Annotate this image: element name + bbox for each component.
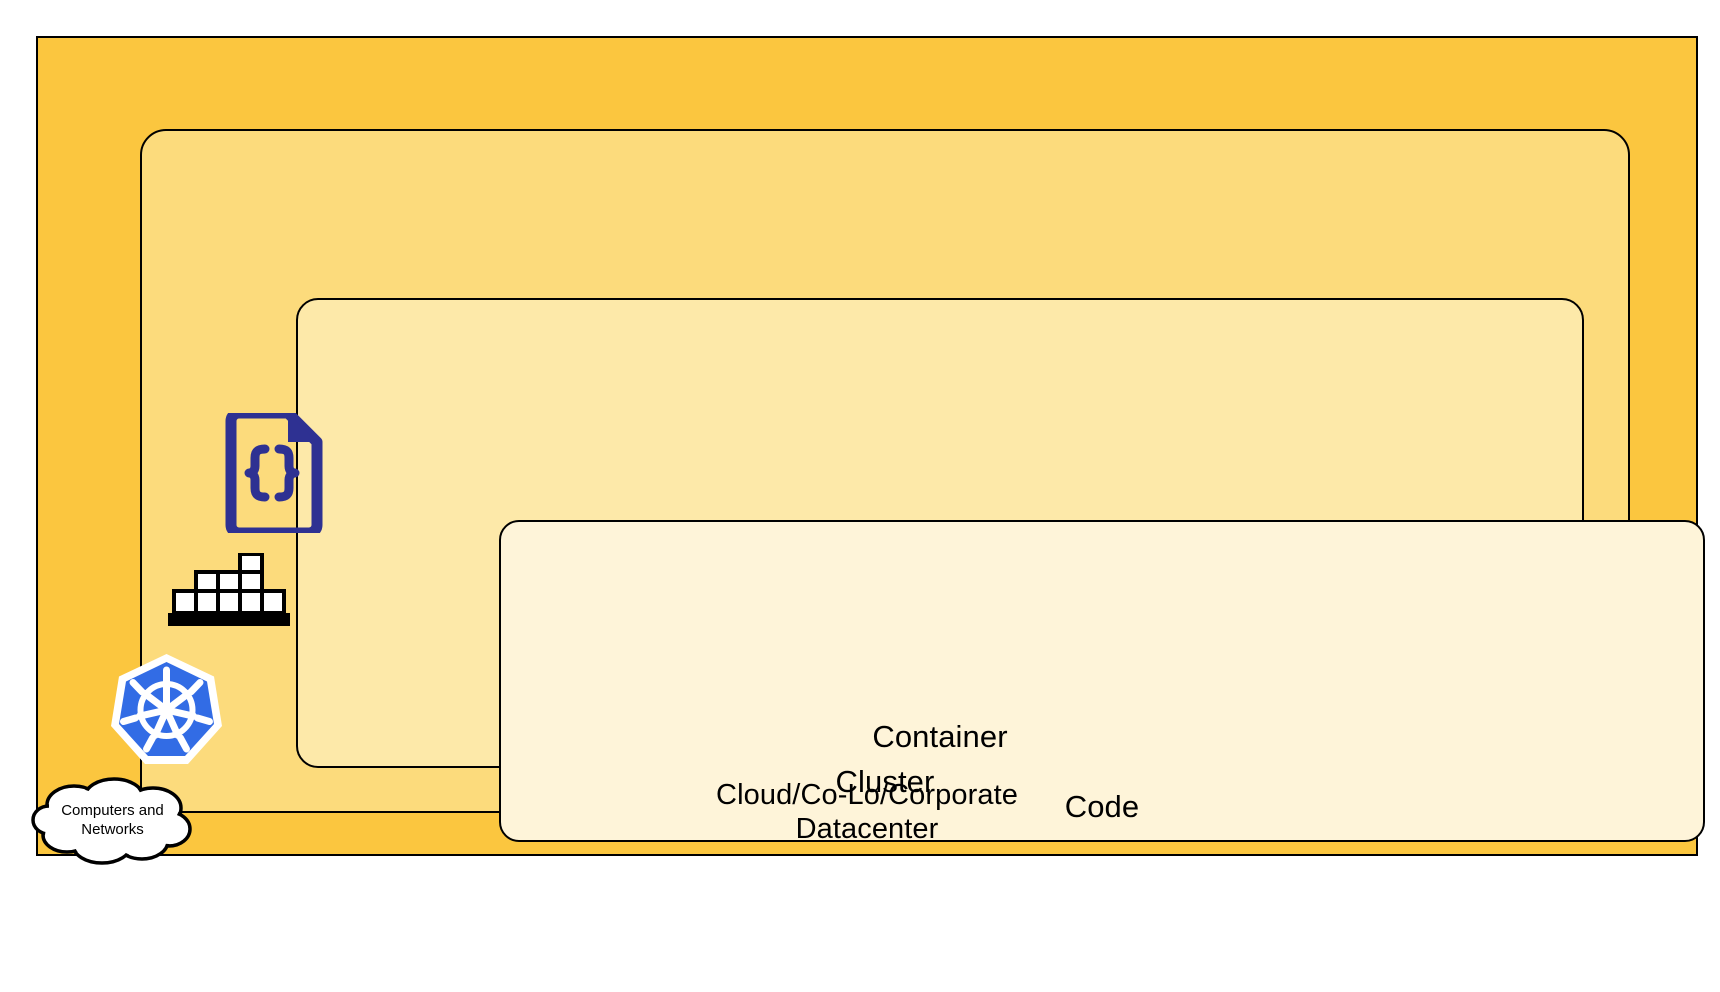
- layer-cluster[interactable]: Code Container Cluster: [140, 129, 1705, 842]
- computers-and-networks-cloud[interactable]: Computers and Networks: [30, 775, 195, 865]
- layer-label-datacenter: Cloud/Co-Lo/Corporate Datacenter: [38, 778, 1696, 846]
- layer-code[interactable]: Code: [499, 520, 1705, 842]
- container-bricks-icon: [168, 552, 290, 626]
- layer-label-cluster: Cluster: [835, 764, 935, 800]
- layer-label-code: Code: [1064, 789, 1140, 825]
- kubernetes-logo-icon: [110, 652, 223, 768]
- layer-container[interactable]: Code Container: [296, 298, 1705, 842]
- layer-label-datacenter-line1: Cloud/Co-Lo/Corporate: [716, 778, 1018, 811]
- layer-label-datacenter-line2: Datacenter: [795, 812, 939, 845]
- json-file-icon: [219, 407, 325, 539]
- layer-datacenter[interactable]: Code Container Cluster Cloud/Co-Lo/Corpo…: [36, 36, 1705, 856]
- layer-label-container: Container: [872, 719, 1008, 755]
